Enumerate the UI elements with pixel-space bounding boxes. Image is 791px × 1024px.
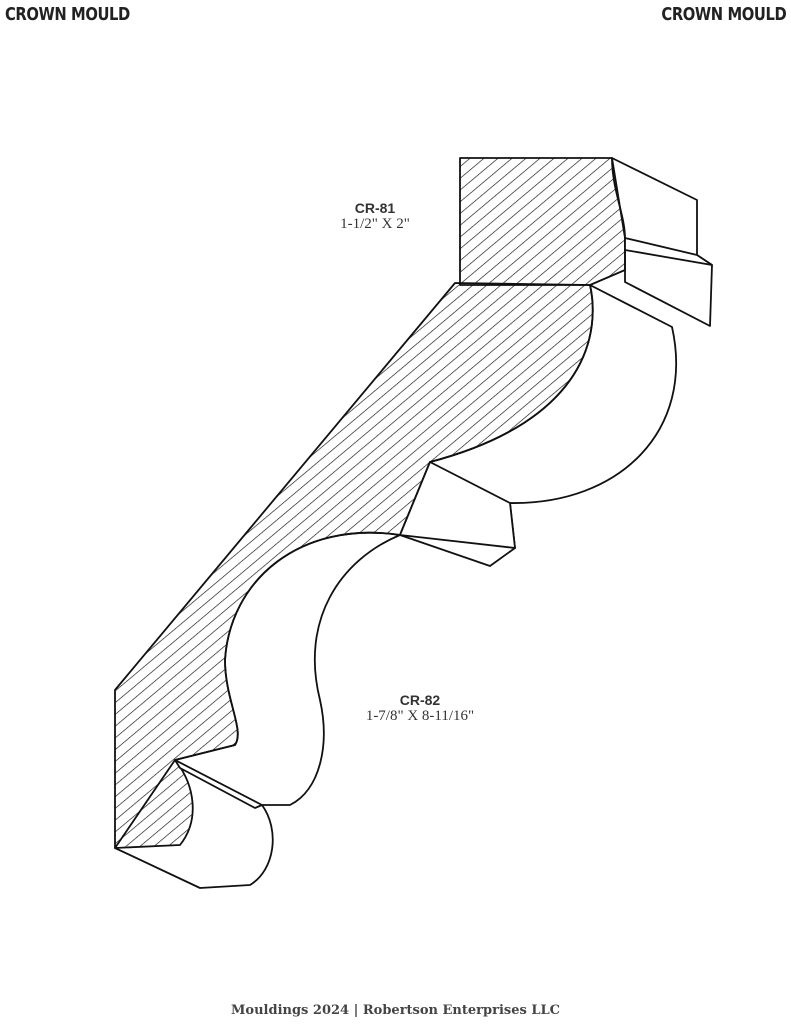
cr82-front-face (114, 282, 594, 849)
cr81-front-face (459, 157, 626, 286)
product-size: 1-1/2" X 2" (340, 216, 410, 232)
cr82-bead (174, 759, 263, 809)
product-code: CR-81 (354, 200, 396, 216)
product-size: 1-7/8" X 8-11/16" (365, 708, 475, 724)
product-label-cr81: CR-81 1-1/2" X 2" (330, 200, 420, 233)
page-header-right: CROWN MOULD (661, 4, 786, 25)
cr82-step-top (399, 461, 516, 549)
cr81-step (624, 237, 713, 266)
page-header-left: CROWN MOULD (5, 4, 130, 25)
page-footer: Mouldings 2024 | Robertson Enterprises L… (231, 1003, 560, 1018)
product-code: CR-82 (399, 692, 441, 708)
product-label-cr82: CR-82 1-7/8" X 8-11/16" (350, 692, 490, 725)
